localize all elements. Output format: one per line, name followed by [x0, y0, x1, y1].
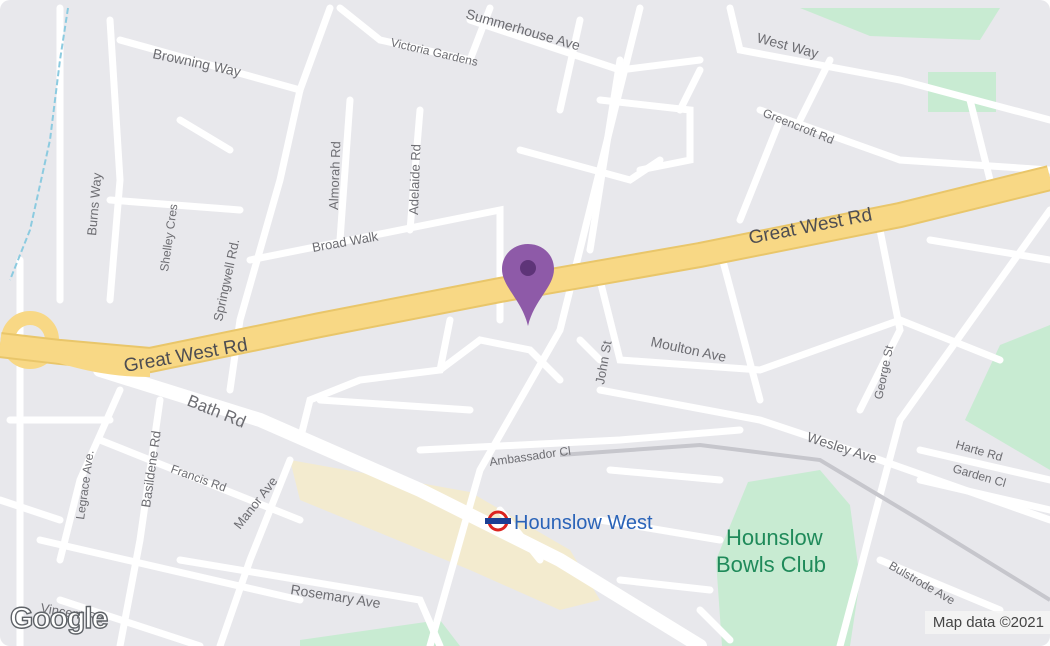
great-west-road-ramp: [38, 347, 151, 377]
park-bowls-club: [716, 470, 860, 646]
park-right: [965, 325, 1050, 470]
label-bulstrode-ave: Bulstrode Ave: [887, 558, 958, 607]
label-browning-way: Browning Way: [151, 45, 242, 79]
label-george-st: George St: [871, 344, 896, 401]
railway: [559, 442, 1050, 602]
bath-road: [93, 363, 707, 646]
station-label[interactable]: Hounslow West: [514, 512, 653, 534]
parks: [300, 8, 1050, 646]
great-west-road-fill: [0, 167, 1050, 372]
label-basildene-rd: Basildene Rd: [138, 430, 164, 509]
map-attribution[interactable]: Map data ©2021: [924, 611, 1050, 634]
label-almorah-rd: Almorah Rd: [326, 141, 343, 210]
river: [9, 7, 69, 281]
minor-roads: [0, 4, 1050, 646]
park-top-right: [800, 8, 1000, 40]
label-victoria-gardens: Victoria Gardens: [389, 35, 479, 69]
label-francis-rd: Francis Rd: [169, 462, 228, 495]
station-area: [290, 460, 600, 610]
label-burns-way: Burns Way: [84, 172, 104, 237]
station-poi[interactable]: Hounslow West: [485, 510, 653, 534]
park-label-line1[interactable]: Hounslow: [726, 525, 823, 550]
bowls-club-poi[interactable]: Hounslow Bowls Club: [716, 525, 826, 577]
label-broad-walk: Broad Walk: [311, 229, 380, 255]
label-bath-rd: Bath Rd: [185, 391, 249, 432]
map-marker-icon[interactable]: [498, 242, 558, 330]
label-shelley-cres: Shelley Cres: [157, 203, 180, 272]
label-springwell-rd: Springwell Rd.: [210, 238, 242, 323]
park-bottom: [300, 620, 460, 646]
underground-roundel-icon: [485, 510, 511, 532]
park-label-line2[interactable]: Bowls Club: [716, 552, 826, 577]
google-logo[interactable]: Google: [9, 601, 109, 635]
label-john-st: John St: [592, 339, 614, 385]
label-adelaide-rd: Adelaide Rd: [406, 144, 423, 215]
